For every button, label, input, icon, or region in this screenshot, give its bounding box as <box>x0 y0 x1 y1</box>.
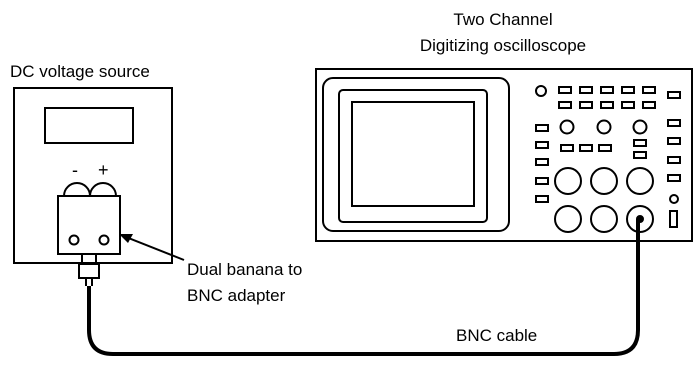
scope-knob-tiny <box>669 194 679 204</box>
scope-button <box>642 86 656 94</box>
scope-bezel <box>322 77 510 232</box>
adapter-callout-line <box>125 236 185 261</box>
scope-button <box>598 144 612 152</box>
scope-body <box>315 68 693 242</box>
adapter-callout-arrowhead <box>119 234 133 243</box>
scope-button <box>579 144 593 152</box>
scope-button <box>621 86 635 94</box>
adapter-label-line1: Dual banana to <box>187 260 303 279</box>
scope-button <box>560 144 574 152</box>
scope-button <box>621 101 635 109</box>
scope-button <box>535 195 549 203</box>
scope-button <box>579 101 593 109</box>
adapter-label-line2: BNC adapter <box>187 286 286 305</box>
scope-knob-large <box>554 167 582 195</box>
scope-button <box>600 86 614 94</box>
scope-switch <box>669 210 678 228</box>
banana-jack-positive <box>89 182 117 197</box>
bnc-stub-lower <box>78 263 100 279</box>
banana-jack-negative <box>63 182 91 197</box>
scope-button <box>667 156 681 164</box>
scope-button <box>667 137 681 145</box>
scope-button <box>558 86 572 94</box>
scope-button <box>633 139 647 147</box>
scope-knob-large <box>626 167 654 195</box>
scope-button <box>667 91 681 99</box>
scope-title-line1: Two Channel <box>453 10 553 29</box>
scope-knob-small <box>535 85 547 97</box>
scope-knob-small <box>632 119 648 135</box>
scope-knob-large <box>590 167 618 195</box>
scope-button <box>633 151 647 159</box>
adapter-body <box>57 195 121 255</box>
cable-label: BNC cable <box>456 326 538 345</box>
scope-screen <box>338 89 488 223</box>
scope-button <box>579 86 593 94</box>
dc-source-body <box>13 87 173 264</box>
scope-button <box>535 177 549 185</box>
scope-button <box>642 101 656 109</box>
scope-knob-small <box>559 119 575 135</box>
scope-title-line2: Digitizing oscilloscope <box>419 36 587 55</box>
scope-button <box>535 141 549 149</box>
scope-knob-large <box>590 205 618 233</box>
scope-knob-large <box>554 205 582 233</box>
scope-knob-small <box>596 119 612 135</box>
plus-label: + <box>98 160 109 180</box>
dc-source-display <box>44 107 134 144</box>
scope-screen-inner <box>351 101 475 207</box>
scope-button <box>667 119 681 127</box>
scope-button <box>558 101 572 109</box>
adapter-terminal-left <box>68 234 80 246</box>
scope-button <box>600 101 614 109</box>
scope-button <box>667 174 681 182</box>
scope-button <box>535 158 549 166</box>
minus-label: - <box>72 160 78 180</box>
dc-source-label: DC voltage source <box>10 62 150 81</box>
adapter-terminal-right <box>98 234 110 246</box>
bnc-cable <box>87 219 640 356</box>
scope-button <box>535 124 549 132</box>
